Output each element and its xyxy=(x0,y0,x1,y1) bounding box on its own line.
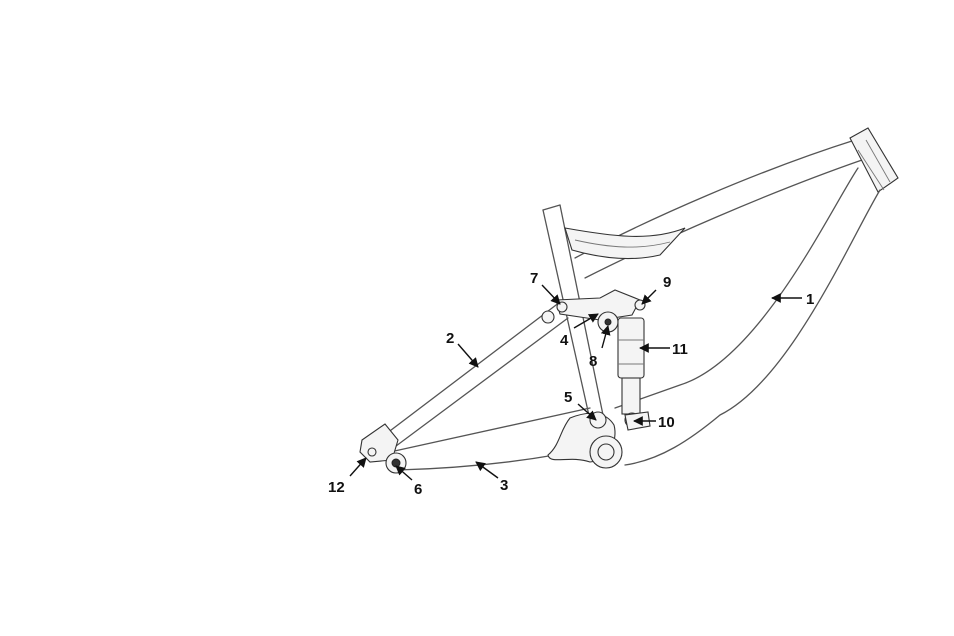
callout-3: 3 xyxy=(476,462,508,494)
callout-12: 12 xyxy=(328,458,366,496)
callout-9: 9 xyxy=(642,274,671,304)
head-tube xyxy=(850,128,898,192)
rear-dropout xyxy=(360,424,406,473)
callout-label-4: 4 xyxy=(560,332,569,349)
callout-label-12: 12 xyxy=(328,479,345,496)
callout-label-3: 3 xyxy=(500,477,508,494)
callout-label-1: 1 xyxy=(806,291,814,308)
callout-label-11: 11 xyxy=(672,341,688,358)
callout-label-10: 10 xyxy=(658,414,675,431)
callout-7: 7 xyxy=(530,270,560,304)
callout-label-7: 7 xyxy=(530,270,538,287)
callout-label-2: 2 xyxy=(446,330,454,347)
rear-triangle xyxy=(360,290,650,473)
shock-absorber xyxy=(618,318,650,430)
callout-2: 2 xyxy=(446,330,478,367)
bottom-bracket-area xyxy=(548,412,622,468)
callout-11: 11 xyxy=(640,341,688,358)
callout-8: 8 xyxy=(589,326,608,370)
callout-label-8: 8 xyxy=(589,353,597,370)
callout-label-9: 9 xyxy=(663,274,671,291)
callout-label-6: 6 xyxy=(414,481,422,498)
callout-label-5: 5 xyxy=(564,389,572,406)
seatstay-pivot xyxy=(542,311,554,323)
callout-1: 1 xyxy=(772,291,814,308)
